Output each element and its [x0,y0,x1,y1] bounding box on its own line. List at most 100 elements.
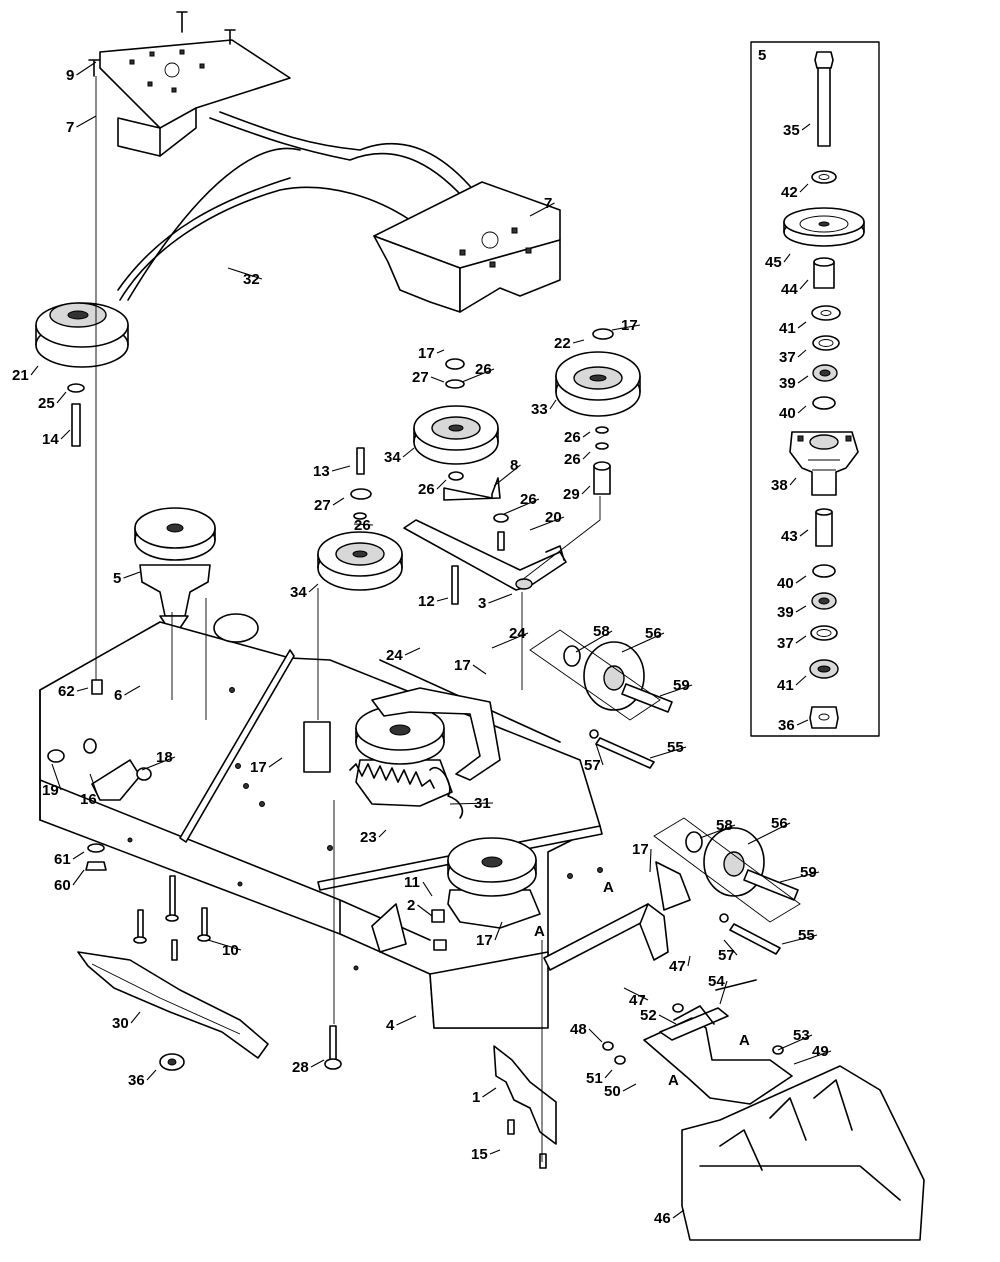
callout-leader [141,756,176,771]
callout-leader [310,1059,325,1068]
alignment-lines [95,76,601,1162]
anti-scalp-wheel-lower [653,817,801,955]
callout-number: 53 [793,1027,810,1044]
callout-number: 46 [654,1210,671,1227]
callout-number: 26 [564,451,581,468]
deck-side-rail [543,861,691,971]
callout-leader [503,498,540,515]
callout-leader [801,123,811,131]
callout-leader [783,253,791,263]
callout-number: 34 [384,449,401,466]
callout-number: 26 [520,491,537,508]
callout-leader [529,202,555,217]
callout-number: 17 [454,657,471,674]
callout-number: 17 [632,841,649,858]
callout-number: 18 [156,749,173,766]
callout-leader [494,921,503,941]
callout-leader [595,743,604,766]
callout-leader [332,497,345,506]
callout-leader [472,664,487,675]
callout-number: 59 [800,864,817,881]
callout-number: 2 [407,897,415,914]
callout-number: 48 [570,1021,587,1038]
callout-number: 14 [42,431,59,448]
washer-42 [811,170,837,184]
callout-leader [76,687,89,692]
callout-number: 49 [812,1043,829,1060]
callout-number: 58 [593,623,610,640]
callout-number: 6 [114,687,122,704]
callout-leader [797,349,807,358]
callout-number: 47 [669,958,686,975]
callout-number: 42 [781,184,798,201]
callout-number: 62 [58,683,75,700]
callout-number: 16 [80,791,97,808]
callout-number: 56 [645,625,662,642]
callout-number: 56 [771,815,788,832]
callout-number: 34 [290,584,307,601]
callout-leader [529,516,565,531]
callout-number: 26 [564,429,581,446]
callout-leader [649,746,687,759]
deck-spindle-right [447,837,541,929]
callout-number: 39 [777,604,794,621]
callout-number: 60 [54,877,71,894]
callout-leader [611,324,641,331]
callout-number: 37 [779,349,796,366]
discharge-chute [681,1065,925,1241]
callout-leader [422,881,433,897]
callout-number: 3 [478,595,486,612]
callout-leader [268,757,283,768]
callout-number: 40 [779,405,796,422]
callout-number: 51 [586,1070,603,1087]
mower-blade [77,951,269,1059]
section-marker: A [603,879,614,896]
callout-leader [795,635,807,644]
callout-leader [72,869,85,886]
callout-leader [207,939,242,951]
callout-number: 32 [243,271,260,288]
callout-number: 47 [629,992,646,1009]
callout-leader [493,464,521,487]
callout-number: 52 [640,1007,657,1024]
callout-number: 26 [354,517,371,534]
spindle-nut [809,706,839,729]
callout-leader [797,405,807,414]
electric-clutch [35,302,129,447]
callout-leader [89,773,100,800]
mount-plate-right [373,181,561,313]
anti-scalp-wheel-upper [529,629,673,769]
callout-number: 11 [404,874,420,891]
spindle-pulley [783,207,865,247]
callout-number: 31 [474,795,491,812]
callout-number: 5 [113,570,121,587]
callout-leader [378,829,387,838]
callout-number: 20 [545,509,562,526]
callout-leader [699,824,736,839]
callout-leader [436,479,447,490]
callout-number: 25 [38,395,55,412]
callout-leader [621,632,665,653]
callout-leader [795,605,807,613]
callout-number: 8 [510,457,518,474]
callout-number: 50 [604,1083,621,1100]
callout-leader [549,399,557,410]
callout-number: 24 [386,647,403,664]
idler-arm [403,477,567,591]
shaft-43 [815,511,833,547]
callout-leader [491,632,529,649]
callout-leader [795,675,807,686]
callout-leader [582,431,591,438]
callout-leader [623,987,649,1001]
callout-number: 37 [777,635,794,652]
callout-leader [308,583,319,593]
callout-number: 35 [783,122,800,139]
callout-leader [30,365,39,376]
callout-leader [72,851,85,860]
callout-number: 44 [781,281,798,298]
callout-number: 17 [476,932,493,949]
callout-number: 38 [771,477,788,494]
tension-spring [349,763,464,819]
callout-number: 40 [777,575,794,592]
